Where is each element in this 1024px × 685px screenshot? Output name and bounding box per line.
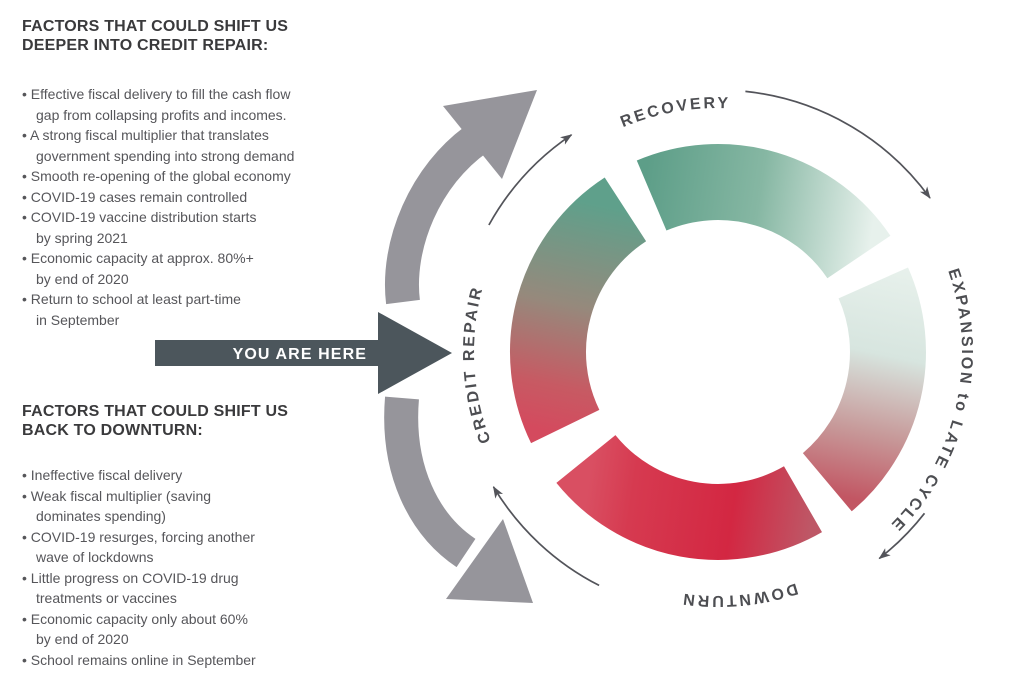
factors-deeper-list: Effective fiscal delivery to fill the ca… bbox=[22, 84, 430, 330]
factors-deeper-block: FACTORS THAT COULD SHIFT US DEEPER INTO … bbox=[22, 17, 430, 330]
arrow-expansion-to-downturn bbox=[878, 512, 926, 560]
arrow-credit-repair-to-recovery bbox=[488, 134, 573, 226]
you-are-here-pointer: YOU ARE HERE bbox=[155, 312, 452, 394]
arrow-downturn-to-credit-repair bbox=[492, 486, 600, 587]
factors-back-block: FACTORS THAT COULD SHIFT US BACK TO DOWN… bbox=[22, 402, 430, 670]
factors-deeper-heading-line1: FACTORS THAT COULD SHIFT US bbox=[22, 18, 289, 35]
factors-back-heading-line2: BACK TO DOWNTURN: bbox=[22, 422, 203, 439]
label-recovery: RECOVERY bbox=[618, 95, 731, 131]
factor-item: COVID-19 vaccine distribution starts by … bbox=[22, 207, 430, 248]
factor-item: COVID-19 cases remain controlled bbox=[22, 187, 430, 208]
label-credit-repair: CREDIT REPAIR bbox=[461, 284, 495, 446]
segment-expansion bbox=[802, 267, 926, 512]
factor-item: Effective fiscal delivery to fill the ca… bbox=[22, 84, 430, 125]
arrow-recovery-to-expansion bbox=[745, 90, 931, 199]
factor-item: Ineffective fiscal delivery bbox=[22, 465, 430, 486]
factor-item: A strong fiscal multiplier that translat… bbox=[22, 125, 430, 166]
factor-item: Little progress on COVID-19 drug treatme… bbox=[22, 568, 430, 609]
you-are-here-label: YOU ARE HERE bbox=[233, 346, 367, 363]
factor-item: Return to school at least part-time in S… bbox=[22, 289, 430, 330]
segment-downturn bbox=[556, 434, 822, 560]
you-are-here-arrow bbox=[155, 312, 452, 394]
factor-item: School remains online in September bbox=[22, 650, 430, 671]
segment-credit-repair bbox=[510, 177, 647, 444]
factors-deeper-heading-line2: DEEPER INTO CREDIT REPAIR: bbox=[22, 37, 269, 54]
label-downturn: DOWNTURN bbox=[680, 580, 800, 610]
factor-item: Weak fiscal multiplier (saving dominates… bbox=[22, 486, 430, 527]
cycle-flow-arrows bbox=[488, 90, 931, 587]
factor-item: Economic capacity only about 60% by end … bbox=[22, 609, 430, 650]
factors-back-list: Ineffective fiscal deliveryWeak fiscal m… bbox=[22, 465, 430, 670]
factor-item: COVID-19 resurges, forcing another wave … bbox=[22, 527, 430, 568]
factors-back-heading: FACTORS THAT COULD SHIFT US BACK TO DOWN… bbox=[22, 402, 430, 440]
factor-item: Economic capacity at approx. 80%+ by end… bbox=[22, 248, 430, 289]
factor-item: Smooth re-opening of the global economy bbox=[22, 166, 430, 187]
factors-deeper-heading: FACTORS THAT COULD SHIFT US DEEPER INTO … bbox=[22, 17, 430, 55]
segment-recovery bbox=[636, 144, 891, 280]
cycle-ring bbox=[510, 144, 926, 560]
factors-back-heading-line1: FACTORS THAT COULD SHIFT US bbox=[22, 403, 289, 420]
